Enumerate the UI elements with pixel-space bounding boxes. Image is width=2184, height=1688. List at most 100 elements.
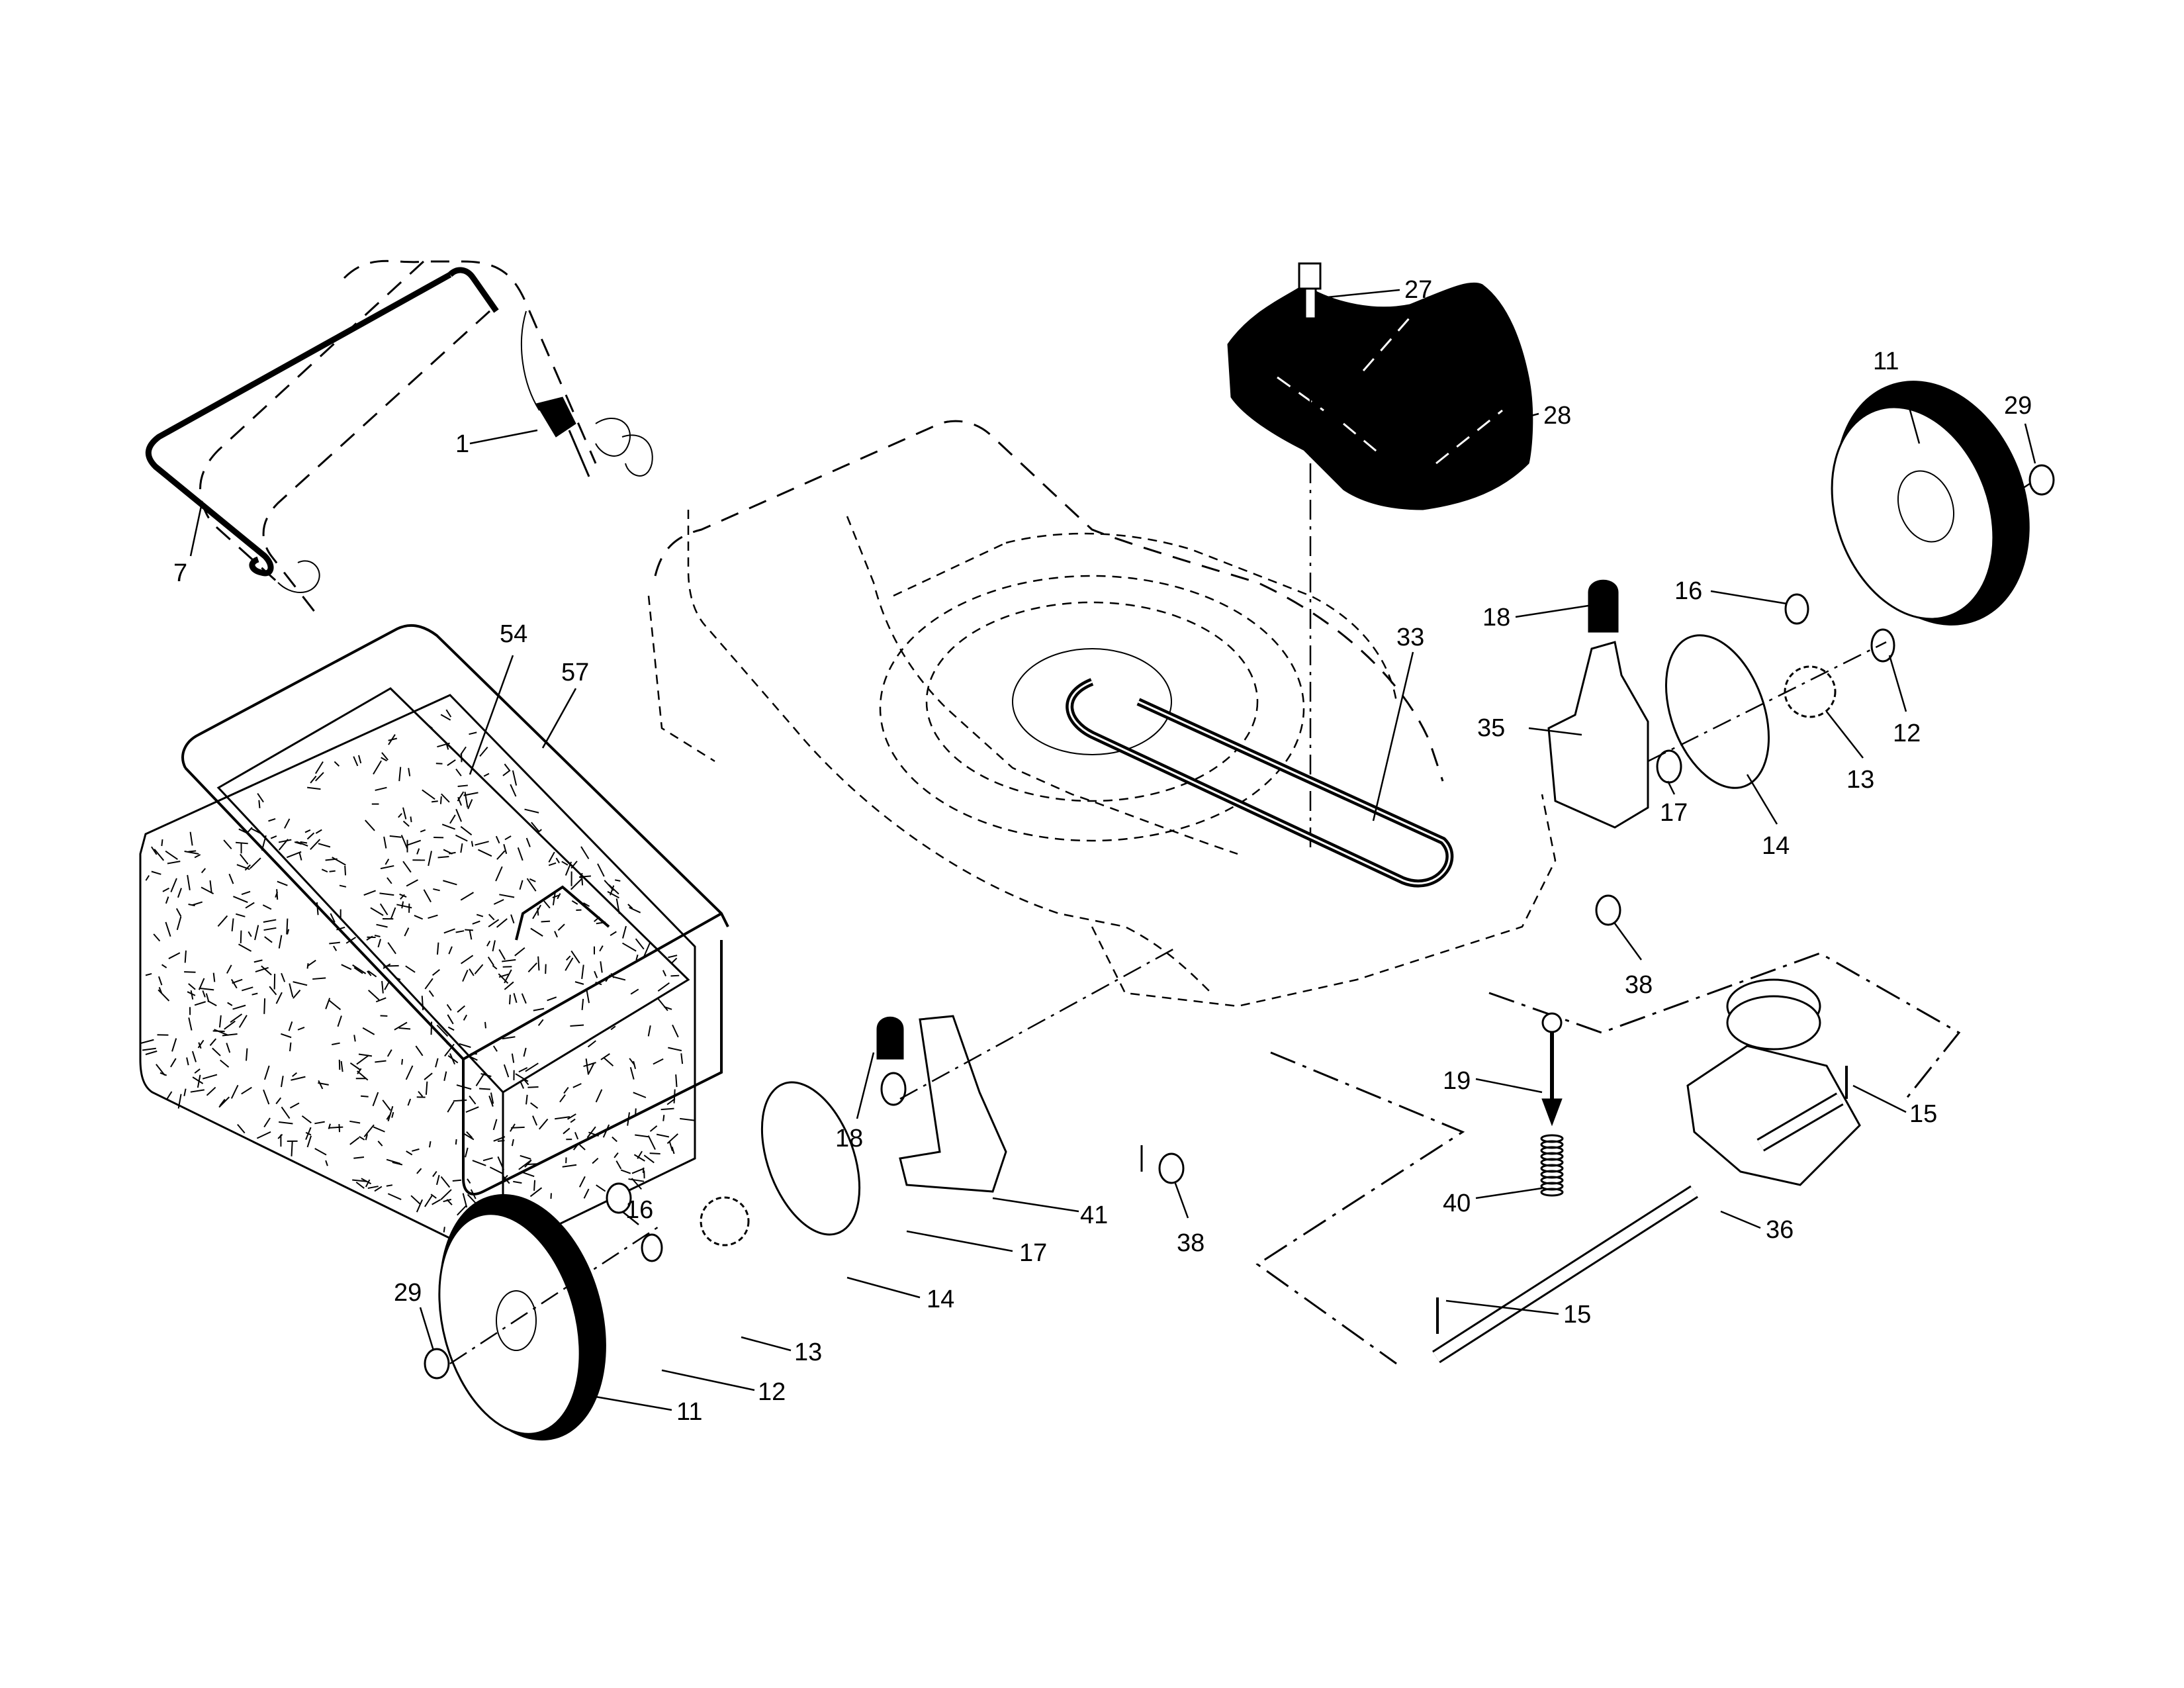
- texture-stroke: [380, 865, 394, 870]
- texture-stroke: [349, 1120, 361, 1124]
- texture-stroke: [510, 1123, 516, 1132]
- texture-stroke: [406, 879, 418, 887]
- callout-41: 41: [1080, 1201, 1108, 1229]
- texture-stroke: [375, 786, 387, 791]
- texture-stroke: [622, 925, 627, 939]
- texture-stroke: [457, 1005, 466, 1013]
- texture-stroke: [463, 1132, 475, 1141]
- texture-stroke: [520, 1080, 525, 1089]
- texture-stroke: [566, 955, 571, 961]
- texture-stroke: [433, 888, 440, 892]
- texture-stroke: [241, 986, 253, 992]
- texture-stroke: [614, 879, 621, 882]
- texture-stroke: [453, 1099, 467, 1102]
- texture-stroke: [680, 1053, 684, 1064]
- drive-belt: [1066, 678, 1454, 888]
- callout-27: 27: [1404, 276, 1432, 304]
- texture-stroke: [445, 742, 449, 750]
- texture-stroke: [647, 1025, 651, 1037]
- texture-stroke: [202, 1074, 218, 1080]
- texture-stroke: [457, 784, 468, 788]
- texture-stroke: [358, 755, 362, 764]
- texture-stroke: [430, 1194, 437, 1199]
- texture-stroke: [358, 1053, 373, 1057]
- texture-stroke: [275, 892, 279, 898]
- texture-stroke: [315, 761, 324, 774]
- texture-stroke: [391, 1111, 394, 1118]
- texture-stroke: [232, 1004, 246, 1010]
- texture-stroke: [306, 832, 315, 840]
- texture-stroke: [583, 1062, 596, 1067]
- texture-stroke: [377, 1141, 383, 1147]
- texture-stroke: [424, 978, 433, 990]
- texture-stroke: [253, 959, 263, 963]
- texture-stroke: [471, 841, 474, 847]
- texture-stroke: [407, 1098, 412, 1106]
- texture-stroke: [361, 1095, 369, 1098]
- texture-stroke: [194, 1001, 206, 1006]
- texture-stroke: [289, 1042, 292, 1052]
- texture-stroke: [353, 1035, 356, 1042]
- transmission-assembly: [1255, 978, 1861, 1365]
- texture-stroke: [370, 907, 384, 916]
- callout-12-right: 12: [1893, 720, 1921, 747]
- texture-stroke: [300, 841, 308, 844]
- texture-stroke: [680, 1117, 695, 1121]
- texture-stroke: [226, 964, 232, 974]
- texture-stroke: [406, 839, 422, 846]
- texture-stroke: [230, 978, 238, 989]
- texture-stroke: [278, 839, 289, 851]
- texture-stroke: [353, 1156, 365, 1159]
- texture-stroke: [422, 789, 435, 800]
- callout-labels: 1 7 27 28 11 29 16 18 33 35 12 13 17 14 …: [173, 276, 2032, 1426]
- texture-stroke: [275, 992, 283, 1004]
- texture-stroke: [162, 887, 169, 892]
- texture-stroke: [465, 1106, 479, 1113]
- texture-stroke: [261, 965, 272, 976]
- texture-stroke: [353, 756, 359, 767]
- texture-stroke: [668, 1047, 682, 1052]
- texture-stroke: [212, 1047, 221, 1056]
- texture-stroke: [238, 943, 252, 952]
- texture-stroke: [518, 1159, 532, 1170]
- callout-18-right: 18: [1482, 604, 1510, 632]
- callout-38-lower: 38: [1177, 1229, 1205, 1257]
- texture-stroke: [460, 825, 473, 836]
- texture-stroke: [537, 956, 540, 971]
- texture-stroke: [666, 1133, 678, 1145]
- texture-stroke: [671, 1147, 675, 1154]
- texture-stroke: [192, 1076, 204, 1084]
- texture-stroke: [657, 982, 670, 992]
- texture-stroke: [559, 1094, 566, 1103]
- texture-stroke: [656, 1133, 670, 1138]
- texture-stroke: [502, 959, 516, 962]
- texture-stroke: [498, 973, 509, 984]
- texture-stroke: [565, 957, 574, 971]
- texture-stroke: [167, 861, 181, 865]
- texture-stroke: [520, 1154, 531, 1160]
- texture-stroke: [263, 998, 266, 1014]
- texture-stroke: [275, 1097, 282, 1105]
- texture-stroke: [548, 851, 555, 863]
- texture-stroke: [385, 859, 390, 865]
- texture-stroke: [263, 919, 277, 923]
- texture-stroke: [341, 964, 352, 970]
- texture-stroke: [449, 814, 456, 824]
- texture-stroke: [406, 1150, 413, 1156]
- texture-stroke: [503, 1064, 510, 1078]
- texture-stroke: [277, 1133, 283, 1139]
- texture-stroke: [330, 913, 336, 923]
- texture-stroke: [443, 880, 457, 886]
- texture-stroke: [151, 870, 161, 875]
- texture-stroke: [328, 1000, 341, 1010]
- texture-stroke: [337, 1015, 342, 1027]
- texture-stroke: [479, 747, 488, 757]
- texture-stroke: [530, 1102, 539, 1109]
- texture-stroke: [514, 947, 525, 957]
- texture-stroke: [190, 990, 194, 1000]
- texture-stroke: [475, 1072, 485, 1086]
- texture-stroke: [154, 849, 165, 861]
- texture-stroke: [510, 914, 515, 923]
- texture-stroke: [233, 896, 248, 904]
- texture-stroke: [513, 1180, 522, 1184]
